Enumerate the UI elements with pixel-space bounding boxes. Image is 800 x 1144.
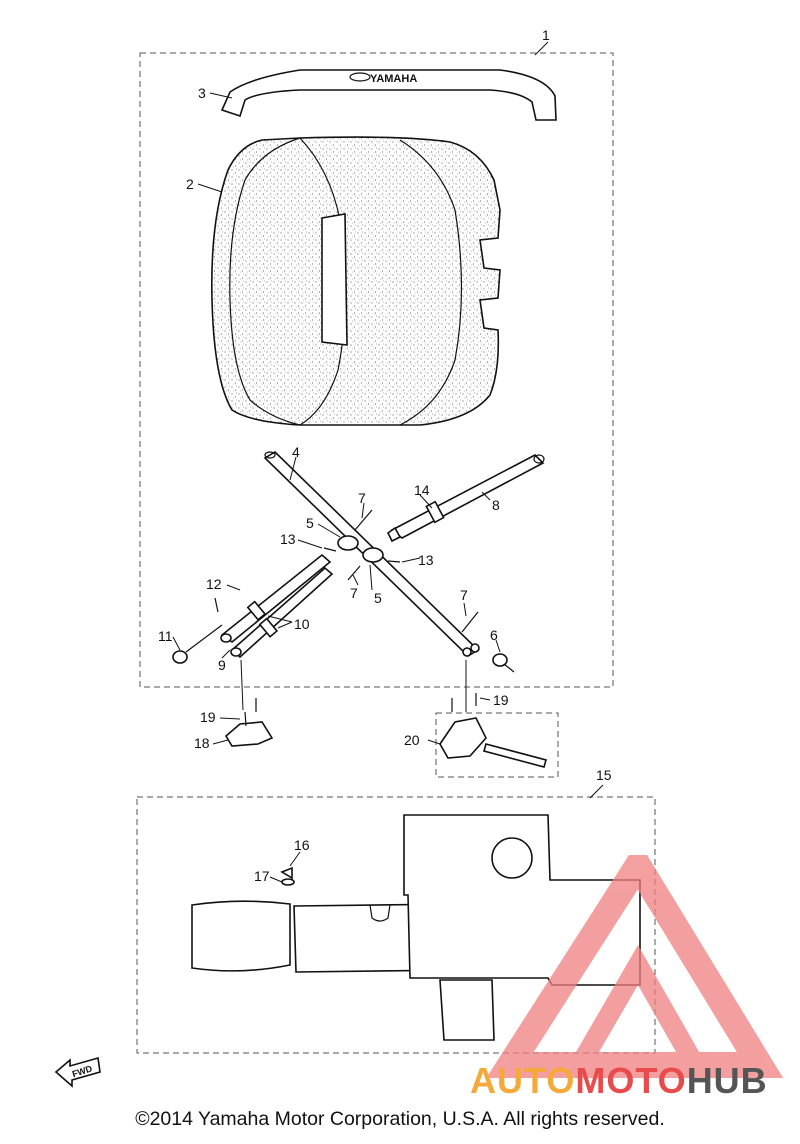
cable-part-20 [483, 743, 547, 768]
bracket-part-5-lower [362, 547, 384, 563]
callout-label: 10 [294, 616, 310, 632]
screw-part-13-right [387, 560, 401, 563]
callout-labels: 1 2 3 4 5 5 6 7 7 7 8 9 10 11 12 13 13 1… [158, 27, 612, 884]
svg-text:AUTOMOTOHUB: AUTOMOTOHUB [470, 1060, 768, 1101]
watermark-moto: MOTO [575, 1060, 686, 1101]
pin-part-7-c [461, 611, 479, 633]
cable-part-11 [185, 624, 223, 653]
callout-label: 20 [404, 732, 420, 748]
seat-part [211, 136, 501, 426]
callout-label: 18 [194, 735, 210, 751]
callout-label: 6 [490, 627, 498, 643]
brand-on-part: YAMAHA [370, 73, 417, 85]
callout-label: 19 [200, 709, 216, 725]
callout-label: 12 [206, 576, 222, 592]
callout-label: 7 [358, 490, 366, 506]
latch-part-20 [439, 717, 487, 759]
callout-label: 16 [294, 837, 310, 853]
callout-label: 14 [414, 482, 430, 498]
grab-strap-part: YAMAHA [220, 69, 557, 121]
screw-part-19-left-a [244, 711, 247, 727]
callout-label: 5 [306, 515, 314, 531]
assembly-box-1 [139, 52, 614, 688]
bracket-part-5-upper [337, 535, 359, 551]
rod-cap-b [470, 643, 480, 653]
rod-part-8 [386, 454, 545, 543]
forward-arrow-icon: FWD [54, 1056, 101, 1088]
callout-label: 7 [350, 585, 358, 601]
end-part-9-a [220, 633, 232, 643]
fastener-part-16 [280, 866, 293, 880]
callout-label: 11 [158, 628, 173, 644]
callout-label: 3 [198, 85, 206, 101]
pin-part-7-b [347, 565, 361, 581]
leader-arrow-18 [240, 659, 244, 711]
callout-label: 13 [418, 552, 434, 568]
rod-pair-part-10 [220, 553, 334, 659]
bracket-part-18 [224, 721, 274, 747]
callout-label: 13 [280, 531, 296, 547]
callout-label: 9 [218, 657, 226, 673]
callout-label: 8 [492, 497, 500, 513]
screw-part-12 [214, 597, 219, 613]
callout-label: 2 [186, 176, 194, 192]
pin-part-7-a [354, 509, 373, 531]
callout-label: 15 [596, 767, 612, 783]
copyright-notice: ©2014 Yamaha Motor Corporation, U.S.A. A… [135, 1108, 665, 1130]
rod-cap-a [462, 647, 472, 657]
end-part-9-b [230, 647, 242, 657]
callout-label: 5 [374, 590, 382, 606]
knob-part-6 [492, 653, 508, 667]
assembly-box-15 [136, 796, 656, 1054]
callout-label: 17 [254, 868, 270, 884]
cable-part-6 [503, 663, 515, 673]
callout-label: 7 [460, 587, 468, 603]
mat-set-part-15 [191, 814, 641, 1041]
watermark-auto: AUTO [470, 1060, 575, 1101]
automotohub-watermark: AUTOMOTOHUB [470, 855, 784, 1101]
washer-part-17 [281, 878, 295, 886]
watermark-hub: HUB [687, 1060, 768, 1101]
callout-label: 1 [542, 27, 550, 43]
callout-leaders [172, 41, 604, 883]
assembly-box-20 [435, 712, 559, 778]
callout-label: 19 [493, 692, 509, 708]
knob-part-11 [172, 650, 188, 664]
screw-part-13-left [323, 547, 337, 552]
callout-label: 4 [292, 444, 300, 460]
